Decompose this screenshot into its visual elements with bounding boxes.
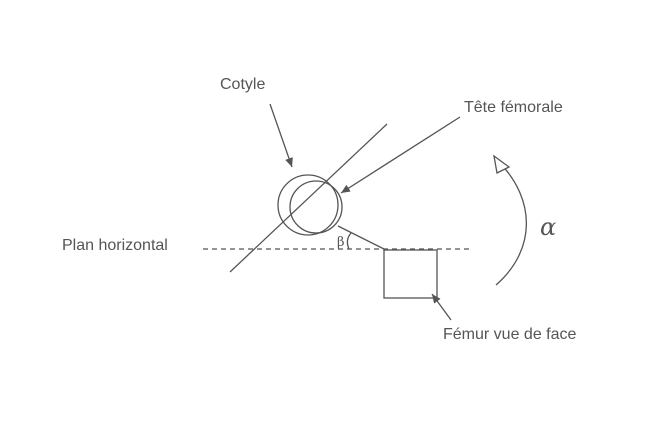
femoral-head-arrow: [340, 116, 461, 194]
alpha-rotation-arc: [495, 161, 527, 286]
femoral-neck-line: [337, 225, 385, 250]
cotyle-label: Cotyle: [220, 76, 265, 93]
cotyle-axis-line: [229, 123, 388, 273]
femur-label: Fémur vue de face: [443, 326, 577, 343]
alpha-label: α: [540, 213, 556, 241]
femur-square: [383, 249, 438, 299]
beta-label: β: [337, 235, 345, 250]
cotyle-circle: [277, 174, 339, 236]
alpha-arrowhead-icon: [493, 154, 511, 174]
tete-femorale-label: Tête fémorale: [464, 99, 563, 116]
femur-arrow: [431, 293, 452, 321]
cotyle-arrow: [269, 103, 293, 168]
plan-horizontal-label: Plan horizontal: [62, 237, 168, 254]
beta-angle-arc: [346, 232, 352, 250]
femoral-head-circle: [289, 180, 343, 234]
